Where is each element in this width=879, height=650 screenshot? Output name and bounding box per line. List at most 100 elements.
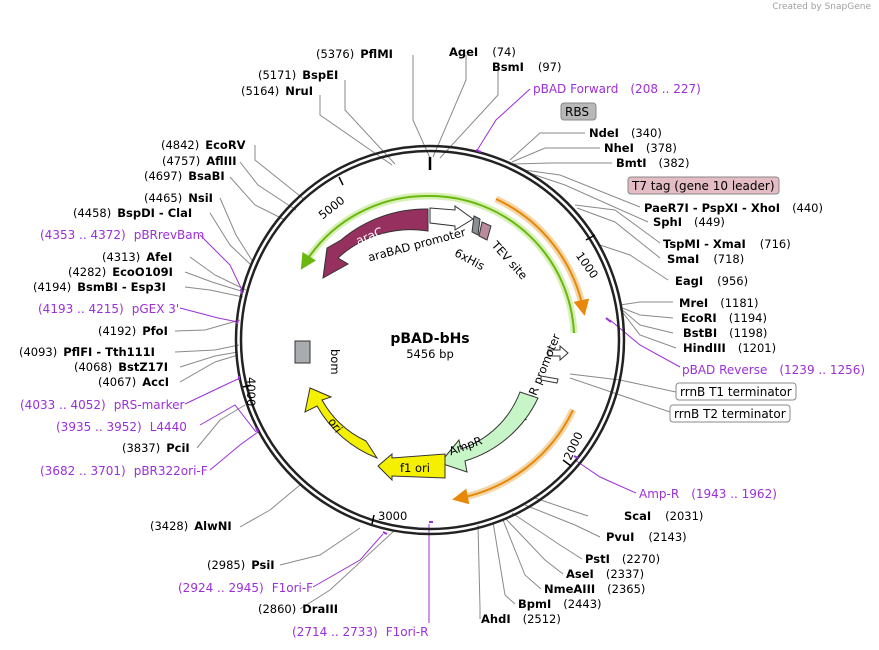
enzyme-name: SphI	[653, 215, 682, 229]
label-num: (4458)	[73, 206, 111, 220]
svg-text:(4033 .. 4052)pRS-marker: (4033 .. 4052)pRS-marker	[20, 398, 184, 412]
primer-name: pBAD Forward	[533, 82, 618, 96]
enzyme-name: PaeR7I - PspXI - XhoI	[644, 201, 780, 215]
backbone-inner	[239, 149, 621, 531]
svg-text:NdeI(340): NdeI(340)	[589, 126, 662, 140]
enzyme-name: AseI	[566, 567, 594, 581]
enzyme-name: BsaBI	[188, 169, 224, 183]
svg-text:(4842)EcoRV: (4842) EcoRV	[161, 138, 246, 152]
enzyme-name: EagI	[675, 274, 703, 288]
rrnb-t2-label: rrnB T2 terminator	[674, 407, 786, 421]
enzyme-name: PflFI - Tth111I	[63, 345, 155, 359]
orf-arc-bottom	[452, 409, 574, 505]
enzyme-name: PflMI	[360, 47, 393, 61]
primer-range: (4033 .. 4052)	[20, 398, 106, 412]
label-num: (340)	[631, 126, 662, 140]
svg-text:(5376)PflMI: (5376) PflMI	[316, 47, 393, 61]
svg-text:BmtI(382): BmtI(382)	[616, 156, 689, 170]
label-num: (2365)	[607, 582, 645, 596]
svg-text:(4194)BsmBI - Esp3I: (4194)BsmBI - Esp3I	[33, 280, 166, 294]
rrnb-t2-box	[669, 404, 791, 423]
enzyme-name: NsiI	[188, 191, 213, 205]
svg-text:(4313)AfeI: (4313)AfeI	[102, 250, 172, 264]
enzyme-name: PvuI	[606, 530, 634, 544]
svg-text:pBAD Reverse(1239 .. 1256): pBAD Reverse(1239 .. 1256)	[682, 363, 865, 377]
primer-leader-lines	[179, 88, 681, 623]
rrnb-t1-label: rrnB T1 terminator	[680, 385, 792, 399]
enzyme-name: EcoRV	[205, 138, 245, 152]
label-num: (449)	[694, 215, 725, 229]
primer-range: (2714 .. 2733)	[292, 625, 378, 639]
enzyme-name: BmtI	[616, 156, 647, 170]
primer-name: F1ori-R	[386, 625, 429, 639]
primer-range: (1943 .. 1962)	[691, 487, 777, 501]
svg-text:(5164)NruI: (5164)NruI	[241, 84, 313, 98]
enzyme-name: SmaI	[667, 252, 699, 266]
enzyme-name: BstBI	[683, 326, 717, 340]
tev-label: TEV site	[488, 238, 530, 283]
svg-text:(2714 .. 2733)F1ori-R: (2714 .. 2733) F1ori-R	[292, 625, 429, 639]
backbone-outer	[234, 144, 626, 536]
label-num: (1201)	[738, 341, 776, 355]
bom-feature	[294, 340, 311, 364]
label-num: (4067)	[98, 375, 136, 389]
svg-text:PaeR7I - PspXI - XhoI(440): PaeR7I - PspXI - XhoI(440)	[644, 201, 823, 215]
svg-text:AhdI(2512): AhdI(2512)	[481, 612, 561, 626]
svg-text:SphI(449): SphI (449)	[653, 215, 725, 229]
svg-text:(4353 .. 4372)pBRrevBam: (4353 .. 4372)pBRrevBam	[40, 228, 204, 242]
enzyme-name: PciI	[166, 441, 189, 455]
arac-feature-arrow	[322, 208, 429, 279]
label-num: (2031)	[665, 509, 703, 523]
label-num: (4192)	[98, 324, 136, 338]
enzyme-name: NmeAIII	[544, 582, 595, 596]
svg-text:TspMI - XmaI(716): TspMI - XmaI(716)	[663, 237, 791, 251]
svg-text:(4068)BstZ17I: (4068)BstZ17I	[74, 360, 168, 374]
label-num: (3837)	[122, 441, 160, 455]
svg-text:(2860)DraIII: (2860)DraIII	[258, 602, 338, 616]
label-num: (1181)	[720, 296, 758, 310]
enzyme-name: AlwNI	[194, 519, 231, 533]
svg-text:BsmI(97): BsmI(97)	[492, 60, 561, 74]
ampr-promoter-arrow	[547, 344, 569, 362]
label-num: (5376)	[316, 47, 354, 61]
label-num: (4313)	[102, 250, 140, 264]
rbs-box	[560, 102, 597, 121]
label-num: (2443)	[563, 597, 601, 611]
f1-ori-label: f1 ori	[400, 461, 430, 475]
svg-text:NheI(378): NheI(378)	[604, 141, 677, 155]
label-num: (97)	[538, 60, 562, 74]
svg-text:Amp-R(1943 .. 1962): Amp-R(1943 .. 1962)	[639, 487, 777, 501]
enzyme-name: AgeI	[449, 45, 478, 59]
bom-label: bom	[328, 349, 342, 375]
svg-text:(4192)PfoI: (4192) PfoI	[98, 324, 168, 338]
svg-text:(2985)PsiI: (2985)PsiI	[207, 558, 275, 572]
svg-text:SmaI(718): SmaI(718)	[667, 252, 744, 266]
label-num: (4093)	[19, 345, 57, 359]
terminator-marks	[540, 375, 559, 384]
label-num: (4842)	[161, 138, 199, 152]
enzyme-name: ScaI	[624, 509, 651, 523]
enzyme-name: AflIII	[206, 154, 236, 168]
enzyme-name: BspDI - ClaI	[117, 206, 192, 220]
label-num: (2985)	[207, 558, 245, 572]
label-num: (2860)	[258, 602, 296, 616]
primer-range: (4193 .. 4215)	[38, 302, 124, 316]
svg-text:(5171)BspEI: (5171)BspEI	[258, 68, 338, 82]
enzyme-name: EcoRI	[681, 311, 717, 325]
enzyme-name: BpmI	[518, 597, 551, 611]
label-num: (4282)	[68, 265, 106, 279]
primer-range: (2924 .. 2945)	[178, 581, 264, 595]
label-num: (2143)	[648, 530, 686, 544]
svg-text:(4757)AflIII: (4757)AflIII	[162, 154, 237, 168]
svg-text:HindIII(1201): HindIII(1201)	[683, 341, 776, 355]
label-num: (5171)	[258, 68, 296, 82]
label-num: (74)	[492, 45, 516, 59]
primer-range: (4353 .. 4372)	[40, 228, 126, 242]
svg-text:(4282)EcoO109I: (4282)EcoO109I	[68, 265, 173, 279]
sixhis-feature	[471, 215, 481, 236]
plasmid-name: pBAD-bHs	[390, 331, 469, 347]
svg-text:ScaI(2031): ScaI (2031)	[624, 509, 703, 523]
svg-text:(4697)BsaBI: (4697)BsaBI	[144, 169, 225, 183]
t7tag-label: T7 tag (gene 10 leader)	[631, 179, 775, 193]
enzyme-name: PfoI	[142, 324, 168, 338]
